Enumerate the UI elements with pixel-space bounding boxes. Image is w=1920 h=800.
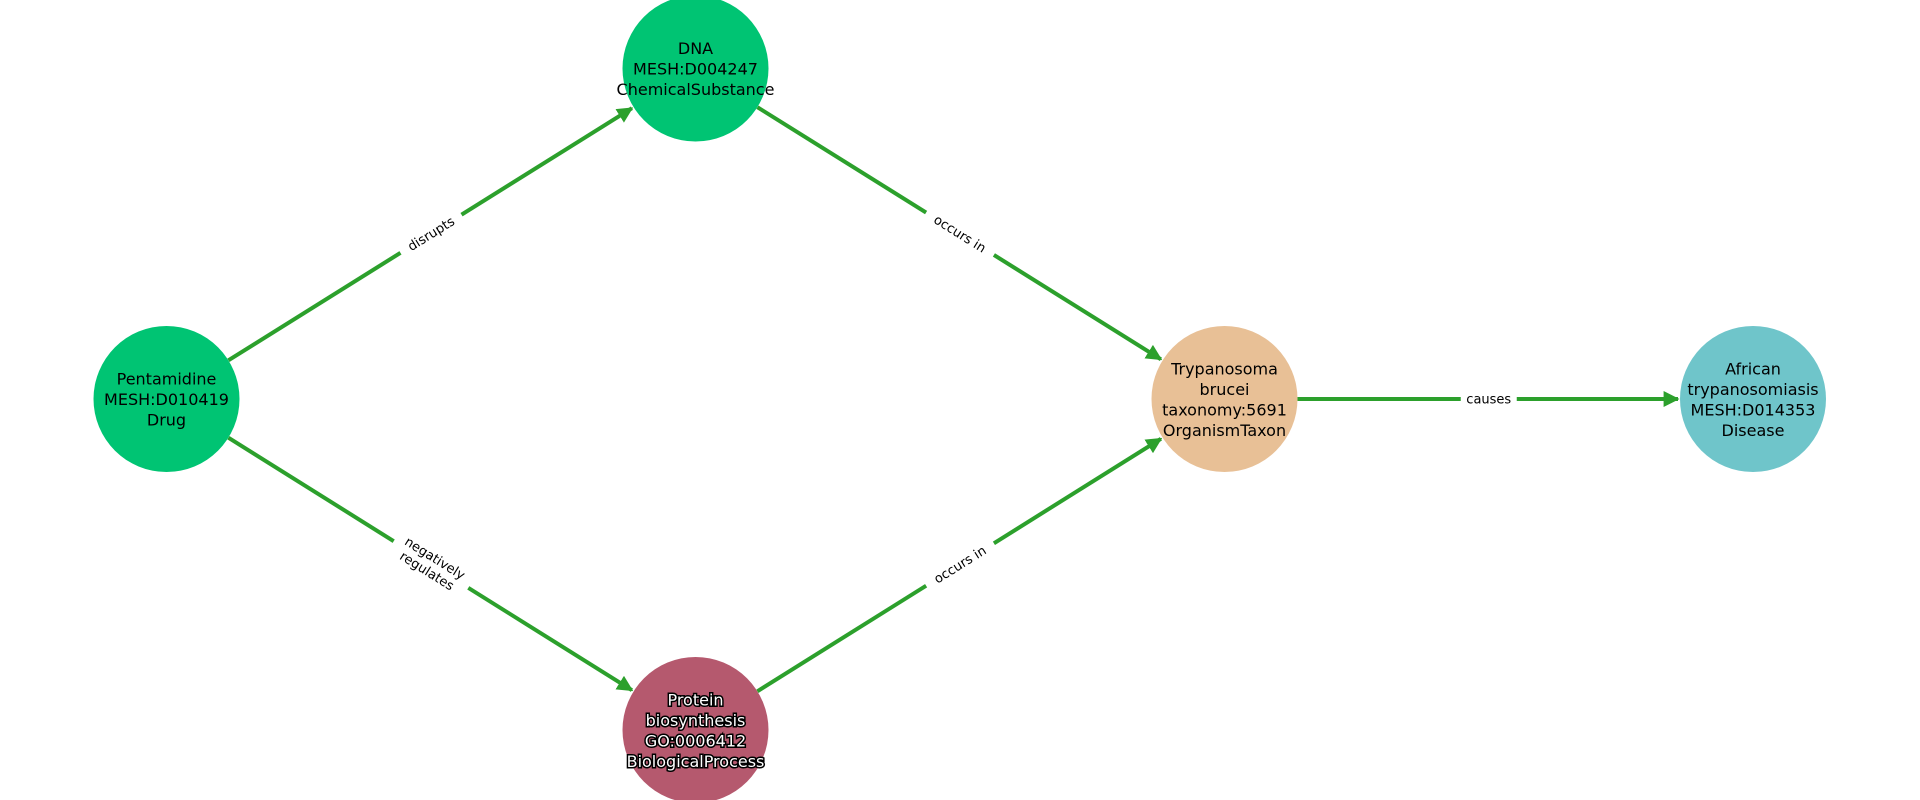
node-label: BiologicalProcess: [627, 752, 765, 771]
node-circle[interactable]: [622, 657, 769, 800]
node-trypanosoma[interactable]: Trypanosoma bruceitaxonomy:5691OrganismTa…: [1151, 326, 1298, 472]
edge-label-background: [921, 204, 999, 264]
node-label: DNA: [678, 39, 713, 58]
edge-label-text: causes: [1466, 393, 1511, 408]
node-label: Trypanosoma: [1170, 359, 1278, 378]
edge-label-background: [1460, 389, 1517, 409]
node-label: African: [1725, 359, 1781, 378]
edges-layer: [227, 105, 1680, 693]
node-african[interactable]: African trypanosomiasisMESH:D014353Diseas…: [1680, 326, 1826, 472]
node-label: Drug: [147, 411, 186, 430]
node-label: Disease: [1722, 421, 1785, 440]
node-label: brucei: [1200, 380, 1250, 399]
node-circle[interactable]: [93, 326, 240, 472]
node-label: MESH:D010419: [104, 390, 229, 409]
node-label: Protein: [667, 690, 723, 709]
node-label: OrganismTaxon: [1163, 421, 1286, 440]
node-label: GO:0006412: [645, 731, 746, 750]
edge-label-text: occurs in: [931, 213, 989, 257]
edge-label: causes: [1460, 389, 1517, 409]
node-label: MESH:D004247: [633, 60, 758, 79]
node-label: taxonomy:5691: [1162, 400, 1287, 419]
node-label: ChemicalSubstance: [617, 80, 775, 99]
node-label: biosynthesis: [646, 711, 746, 730]
node-circle[interactable]: [622, 0, 769, 142]
node-protein[interactable]: Protein biosynthesisGO:0006412BiologicalP…: [622, 657, 769, 800]
edge-label-background: [921, 535, 999, 594]
node-circle[interactable]: [1151, 326, 1298, 472]
edge-label: occurs in: [921, 204, 999, 264]
node-label: Pentamidine: [117, 370, 217, 389]
edge-label: occurs in: [921, 535, 999, 594]
edge-label-background: [384, 526, 478, 603]
edge-label-background: [395, 206, 467, 261]
node-label: trypanosomiasis: [1687, 380, 1818, 399]
node-label: MESH:D014353: [1691, 400, 1816, 419]
node-circle[interactable]: [1680, 326, 1826, 472]
edge-label-text: occurs in: [932, 543, 990, 587]
edge-label: disrupts: [395, 206, 467, 261]
